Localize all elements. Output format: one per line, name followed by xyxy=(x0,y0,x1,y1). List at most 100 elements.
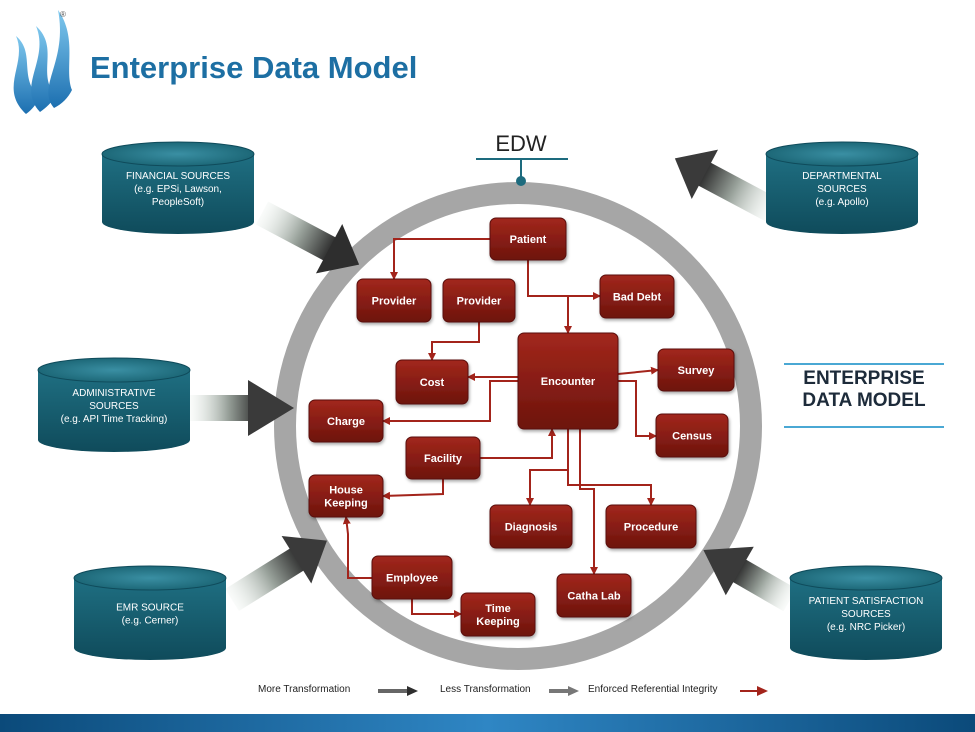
relationship-link xyxy=(382,380,518,425)
page-title: Enterprise Data Model xyxy=(90,50,418,85)
source-label-line: SOURCES xyxy=(89,401,139,412)
source-patient-satisfaction: PATIENT SATISFACTION SOURCES (e.g. NRC Pic… xyxy=(789,565,943,660)
legend-less-transformation: Less Transformation xyxy=(440,684,531,695)
cylinder-body xyxy=(74,578,226,660)
relationship-link xyxy=(618,380,657,440)
entity-box xyxy=(395,359,469,405)
entity-bad-debt[interactable]: Bad Debt xyxy=(599,274,675,319)
entity-box xyxy=(655,413,729,458)
entity-label: Provider xyxy=(457,296,502,308)
relationship-link xyxy=(342,516,372,579)
entity-charge[interactable]: Charge xyxy=(308,399,384,443)
entity-patient[interactable]: Patient xyxy=(489,217,567,261)
relationship-link xyxy=(579,429,598,575)
relationship-link xyxy=(382,479,444,500)
entity-label: Keeping xyxy=(476,616,519,628)
entity-label: Catha Lab xyxy=(567,591,620,603)
legend-less-arrow-icon xyxy=(549,686,579,696)
entity-survey[interactable]: Survey xyxy=(657,348,735,392)
relationship-link xyxy=(526,429,569,506)
entity-label: Time xyxy=(485,603,510,615)
entity-box xyxy=(405,436,481,480)
flame-logo-icon xyxy=(13,10,72,114)
source-label-line: PeopleSoft) xyxy=(152,197,204,208)
relationship-link xyxy=(428,322,480,361)
relationship-link xyxy=(390,238,490,280)
legend-enforced-arrow-icon xyxy=(740,686,768,696)
relationship-link xyxy=(617,366,659,375)
entity-box xyxy=(460,592,536,637)
relationship-link xyxy=(567,470,655,506)
edw-connector-dot xyxy=(516,176,526,186)
entity-label: Survey xyxy=(678,365,716,377)
legend-enforced-integrity: Enforced Referential Integrity xyxy=(588,684,718,695)
source-administrative: ADMINISTRATIVE SOURCES (e.g. API Time Trac… xyxy=(37,357,191,452)
source-label-line: (e.g. EPSi, Lawson, xyxy=(134,184,222,195)
entity-encounter[interactable]: Encounter xyxy=(517,332,619,430)
source-label-line: SOURCES xyxy=(841,609,891,620)
source-financial: FINANCIAL SOURCES (e.g. EPSi, Lawson, Peop… xyxy=(101,141,255,234)
entity-box xyxy=(489,504,573,549)
cylinder-body xyxy=(38,370,190,452)
relationship-link xyxy=(527,260,601,300)
side-title-line2: DATA MODEL xyxy=(802,390,926,411)
cylinder-top xyxy=(73,565,227,591)
entity-label: Encounter xyxy=(541,376,596,388)
legend-more-arrow-icon xyxy=(378,686,418,696)
entity-label: Patient xyxy=(510,234,547,246)
entity-diagnosis[interactable]: Diagnosis xyxy=(489,504,573,549)
source-label-line: PATIENT SATISFACTION xyxy=(809,596,924,607)
entity-label: Charge xyxy=(327,416,365,428)
entity-provider-1[interactable]: Provider xyxy=(356,278,432,323)
referential-links xyxy=(342,238,659,618)
transformation-arrows xyxy=(190,149,797,612)
cylinder-top xyxy=(37,357,191,383)
source-label-line: ADMINISTRATIVE xyxy=(72,388,155,399)
entity-box xyxy=(308,474,384,518)
entity-box xyxy=(517,332,619,430)
entity-catha-lab[interactable]: Catha Lab xyxy=(556,573,632,618)
entity-label: Provider xyxy=(372,296,417,308)
entity-box xyxy=(308,399,384,443)
entity-label: Diagnosis xyxy=(505,522,558,534)
cylinder-body xyxy=(766,154,918,234)
cylinder-top xyxy=(765,141,919,167)
legend-more-transformation: More Transformation xyxy=(258,684,351,695)
source-label-line: FINANCIAL SOURCES xyxy=(126,171,230,182)
entity-employee[interactable]: Employee xyxy=(371,555,453,600)
source-label-line: DEPARTMENTAL xyxy=(802,171,882,182)
source-label-line: (e.g. Cerner) xyxy=(122,616,179,627)
relationship-link xyxy=(480,428,556,459)
entity-provider-2[interactable]: Provider xyxy=(442,278,516,323)
source-label-line: (e.g. NRC Picker) xyxy=(827,622,905,633)
entity-box xyxy=(657,348,735,392)
source-label-line: SOURCES xyxy=(817,184,867,195)
entity-box xyxy=(371,555,453,600)
entity-label: House xyxy=(329,485,363,497)
entity-label: Employee xyxy=(386,573,438,585)
side-title-line1: ENTERPRISE xyxy=(803,368,925,389)
cylinder-top xyxy=(789,565,943,591)
cylinder-body xyxy=(102,154,254,234)
entity-procedure[interactable]: Procedure xyxy=(605,504,697,549)
relationship-link xyxy=(411,599,462,618)
source-label-line: (e.g. API Time Tracking) xyxy=(61,414,168,425)
entity-label: Keeping xyxy=(324,498,367,510)
side-title-top-rule xyxy=(784,363,944,365)
side-title-bottom-rule xyxy=(784,426,944,428)
entity-box xyxy=(599,274,675,319)
source-label-line: EMR SOURCE xyxy=(116,603,184,614)
entity-facility[interactable]: Facility xyxy=(405,436,481,480)
entity-box xyxy=(442,278,516,323)
entity-box xyxy=(356,278,432,323)
entity-cost[interactable]: Cost xyxy=(395,359,469,405)
entity-label: Bad Debt xyxy=(613,292,662,304)
entity-label: Cost xyxy=(420,377,445,389)
entity-census[interactable]: Census xyxy=(655,413,729,458)
entity-label: Procedure xyxy=(624,522,678,534)
